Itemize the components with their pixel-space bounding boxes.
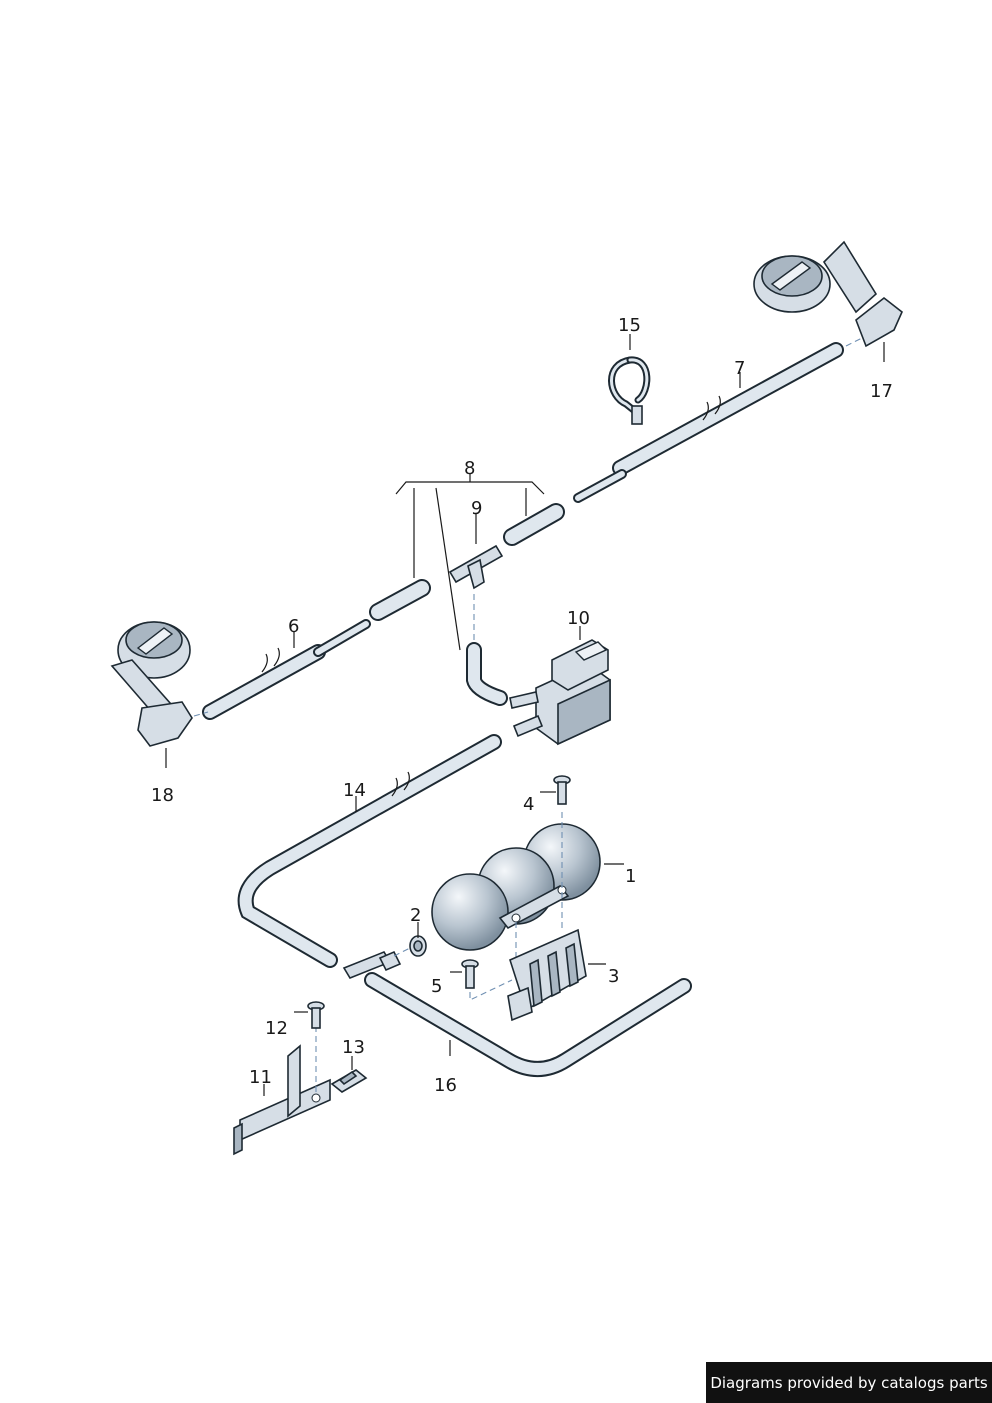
elbow-hose bbox=[466, 642, 508, 706]
grommet-2 bbox=[409, 935, 427, 957]
callout-18: 18 bbox=[151, 785, 174, 806]
solenoid-valve-10 bbox=[509, 639, 611, 746]
vacuum-reservoir-1 bbox=[431, 812, 601, 960]
credit-text: Diagrams provided by catalogs parts bbox=[710, 1373, 988, 1392]
callout-12: 12 bbox=[265, 1018, 288, 1039]
bracket-3 bbox=[469, 928, 587, 1022]
screw-5 bbox=[461, 959, 479, 989]
clip-13 bbox=[330, 1069, 368, 1093]
hose-sleeves-8 bbox=[369, 503, 565, 621]
exhaust-flap-17 bbox=[753, 240, 903, 348]
callout-2: 2 bbox=[410, 905, 421, 926]
callout-6: 6 bbox=[288, 616, 299, 637]
callout-15: 15 bbox=[618, 315, 641, 336]
callout-10: 10 bbox=[567, 608, 590, 629]
callout-4: 4 bbox=[523, 794, 534, 815]
leader-lines bbox=[165, 334, 885, 1096]
screw-12 bbox=[307, 1001, 325, 1029]
callout-1: 1 bbox=[625, 866, 636, 887]
callout-9: 9 bbox=[471, 498, 482, 519]
credit-banner: Diagrams provided by catalogs parts bbox=[706, 1362, 992, 1403]
callout-5: 5 bbox=[431, 976, 442, 997]
callout-16: 16 bbox=[434, 1075, 457, 1096]
callout-7: 7 bbox=[734, 358, 745, 379]
cable-tie-15 bbox=[608, 356, 651, 425]
t-connector-9 bbox=[448, 544, 504, 646]
callout-labels: 1 2 3 4 5 6 7 8 9 10 11 12 13 14 15 16 1… bbox=[151, 315, 893, 1096]
callout-17: 17 bbox=[870, 381, 893, 402]
exhaust-flap-18 bbox=[110, 621, 209, 747]
callout-13: 13 bbox=[342, 1037, 365, 1058]
callout-11: 11 bbox=[249, 1067, 272, 1088]
hose-7 bbox=[573, 342, 844, 503]
bracket-11 bbox=[233, 1026, 331, 1156]
screw-4 bbox=[553, 775, 571, 805]
hose-6 bbox=[202, 619, 371, 720]
callout-8: 8 bbox=[464, 458, 475, 479]
callout-14: 14 bbox=[343, 780, 366, 801]
hose-16 bbox=[364, 972, 692, 1077]
callout-3: 3 bbox=[608, 966, 619, 987]
t-connector-lower bbox=[342, 947, 411, 979]
hose-14 bbox=[237, 734, 502, 968]
